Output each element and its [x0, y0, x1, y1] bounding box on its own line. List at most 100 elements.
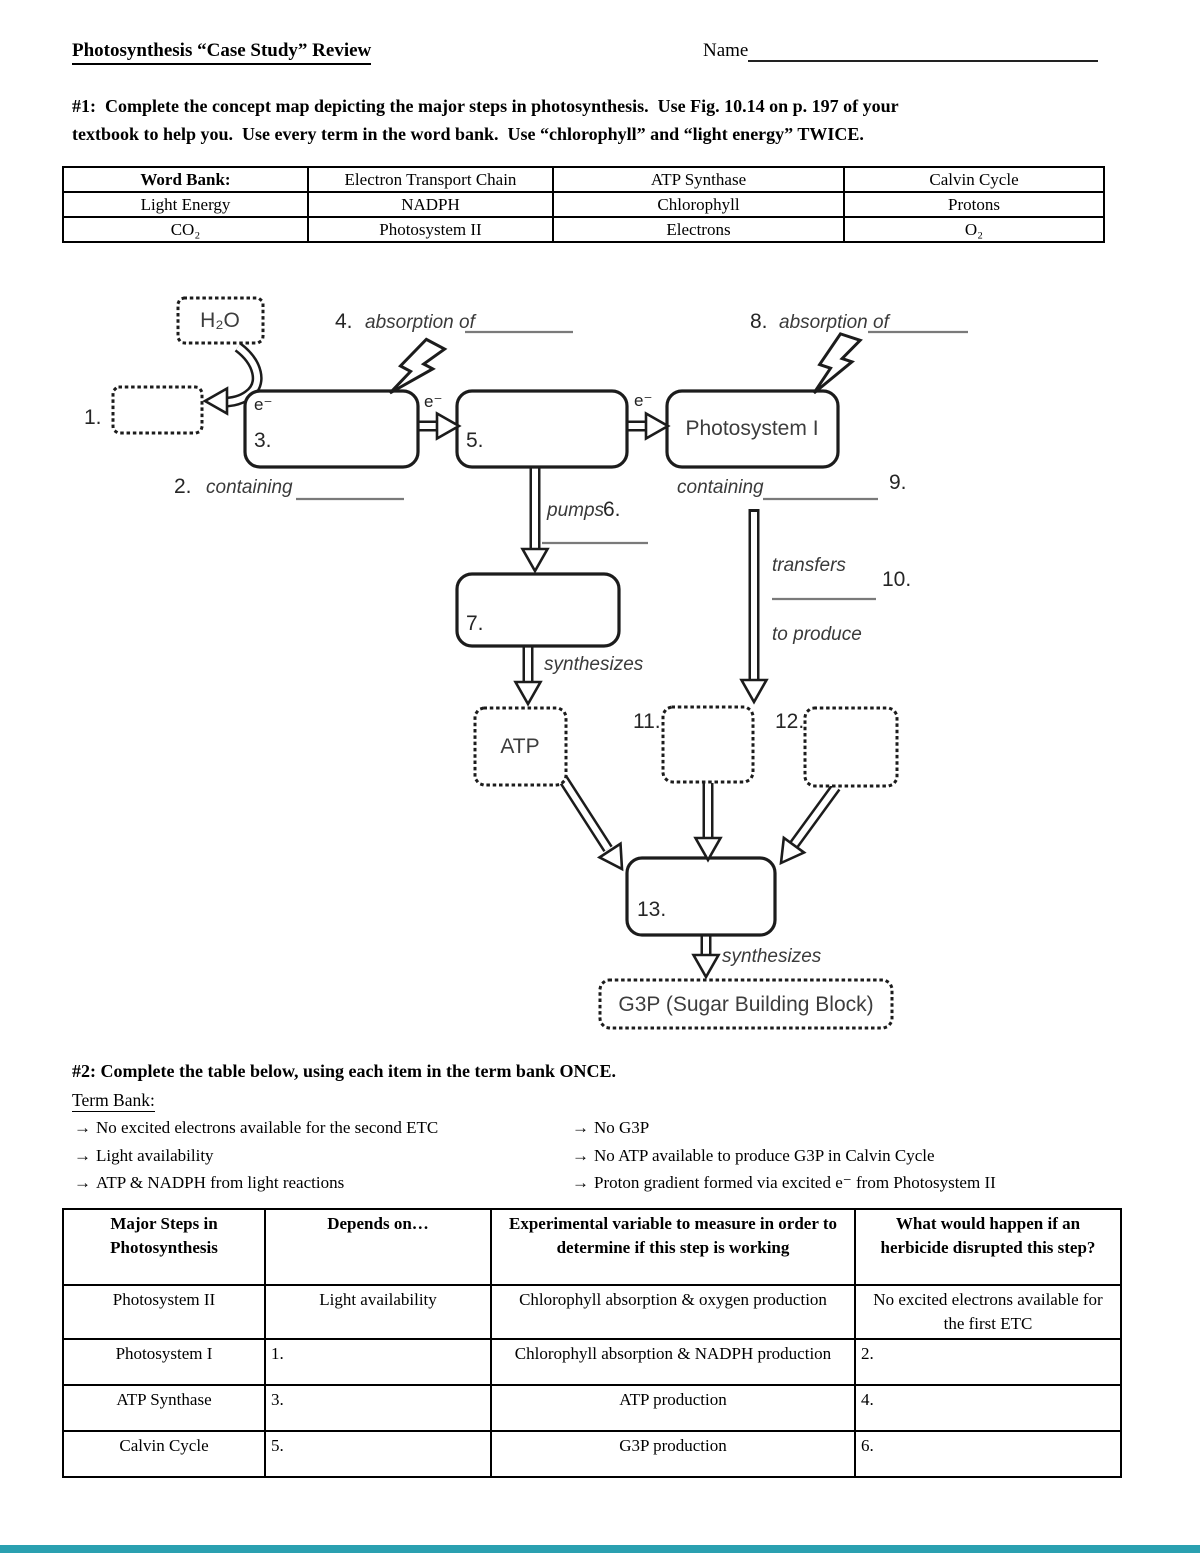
blank-box-11[interactable] [661, 705, 755, 784]
diagram-boxes [111, 296, 899, 1030]
variable-cell: Chlorophyll absorption & oxygen producti… [490, 1283, 856, 1341]
q1-line-1: #1: Complete the concept map depicting t… [72, 96, 899, 116]
term-text: Light availability [96, 1145, 214, 1165]
arrowhead [692, 953, 720, 979]
arrowhead [598, 842, 634, 878]
word-bank-cell: Calvin Cycle [843, 166, 1105, 193]
variable-cell: ATP production [490, 1384, 856, 1433]
term-text: No G3P [594, 1118, 650, 1137]
word-bank-row: Word Bank: Electron Transport Chain ATP … [62, 166, 1105, 193]
atp-box [473, 706, 568, 787]
herbicide-blank-cell[interactable]: 2. [854, 1338, 1122, 1387]
variable-cell: Chlorophyll absorption & NADPH productio… [490, 1338, 856, 1387]
name-blank-line[interactable] [748, 40, 1099, 62]
synthesizes-label: synthesizes [722, 946, 822, 967]
arrow-bullet-icon: → [74, 1118, 91, 1137]
word-bank-row: CO₂ Photosystem II Electrons O₂ [62, 216, 1105, 243]
depends-blank-cell[interactable]: 5. [264, 1430, 492, 1479]
term-text: No ATP available to produce G3P in Calvi… [594, 1145, 935, 1165]
term-bank-item: →Light availability [74, 1142, 438, 1170]
step-cell: Photosystem II [62, 1283, 266, 1341]
steps-header-row: Major Steps in Photosynthesis Depends on… [62, 1208, 1122, 1286]
absorption-of-label: absorption of [365, 312, 477, 333]
word-bank-cell: NADPH [307, 191, 554, 218]
word-bank-table: Word Bank: Electron Transport Chain ATP … [62, 166, 1105, 243]
h2o-label: H₂O [200, 309, 240, 332]
number-7: 7. [466, 612, 484, 635]
arrow-12-to-13 [788, 783, 841, 850]
g3p-label: G3P (Sugar Building Block) [618, 993, 873, 1016]
arrow-atp-to-13 [558, 776, 613, 852]
arrow-inner [790, 785, 839, 848]
number-9: 9. [889, 471, 907, 494]
term-bank-item: →No ATP available to produce G3P in Calv… [572, 1142, 996, 1170]
box-5[interactable] [455, 389, 629, 469]
steps-header-cell: Experimental variable to measure in orde… [490, 1208, 856, 1286]
pumps-label: pumps [546, 500, 605, 521]
depends-blank-cell[interactable]: 1. [264, 1338, 492, 1387]
to-produce-label: to produce [772, 624, 862, 645]
term-bank-item: → No G3P [572, 1114, 996, 1142]
arrowhead [769, 836, 806, 872]
question-2-instructions: #2: Complete the table below, using each… [72, 1061, 616, 1081]
word-bank-cell: Light Energy [62, 191, 309, 218]
arrow-inner [560, 777, 611, 851]
number-6: 6. [603, 498, 621, 521]
word-bank-cell: CO₂ [62, 216, 309, 243]
box-13[interactable] [625, 856, 777, 937]
arrow-shafts-inner [215, 344, 839, 960]
arrowhead [521, 547, 549, 573]
arrow-bullet-icon: → [572, 1118, 589, 1137]
number-13: 13. [637, 898, 666, 921]
footer-accent-bar [0, 1545, 1200, 1553]
curved-arrow-inner [215, 344, 260, 406]
g3p-box [598, 978, 894, 1030]
word-bank-cell: Photosystem II [307, 216, 554, 243]
transfers-label: transfers [772, 555, 846, 576]
number-3: 3. [254, 429, 272, 452]
blank-lines [296, 330, 968, 601]
word-bank-cell: Electron Transport Chain [307, 166, 554, 193]
arrow-bullet-icon: → [74, 1145, 91, 1165]
term-bank-item: →ATP & NADPH from light reactions [74, 1169, 438, 1197]
major-steps-table: Major Steps in Photosynthesis Depends on… [62, 1208, 1122, 1479]
term-bank-label: Term Bank: [72, 1090, 155, 1112]
number-5: 5. [466, 429, 484, 452]
blank-box-12[interactable] [803, 706, 899, 788]
term-bank-left-column: →No excited electrons available for the … [74, 1114, 438, 1197]
blank-box-1[interactable] [111, 385, 204, 435]
herbicide-blank-cell[interactable]: 4. [854, 1384, 1122, 1433]
arrowhead [644, 412, 670, 440]
arrow-bullet-icon: → [572, 1145, 589, 1165]
photosystem1-label: Photosystem I [685, 417, 818, 440]
word-bank-cell: Chlorophyll [552, 191, 845, 218]
number-1: 1. [84, 406, 102, 429]
herbicide-blank-cell[interactable]: 6. [854, 1430, 1122, 1479]
box-7[interactable] [455, 572, 621, 648]
synthesizes-label: synthesizes [544, 654, 644, 675]
electron-label: e⁻ [424, 392, 442, 411]
steps-header-cell: Major Steps in Photosynthesis [62, 1208, 266, 1286]
steps-header-cell: What would happen if an herbicide disrup… [854, 1208, 1122, 1286]
step-cell: ATP Synthase [62, 1384, 266, 1433]
depends-cell: Light availability [264, 1283, 492, 1341]
arrowhead [435, 412, 461, 440]
lightning-bolts [385, 329, 862, 408]
arrowhead [740, 678, 768, 704]
number-4: 4. [335, 310, 353, 333]
q1-line-2: textbook to help you. Use every term in … [72, 124, 864, 144]
electron-label: e⁻ [254, 395, 272, 414]
arrowheads [203, 387, 806, 979]
table-row: Photosystem II Light availability Chloro… [62, 1283, 1122, 1341]
box-3[interactable] [243, 389, 420, 469]
term-text: Proton gradient formed via excited e⁻ fr… [594, 1173, 996, 1192]
herbicide-cell: No excited electrons available for the f… [854, 1283, 1122, 1341]
page-title: Photosynthesis “Case Study” Review [72, 40, 372, 65]
depends-blank-cell[interactable]: 3. [264, 1384, 492, 1433]
electron-label: e⁻ [634, 391, 652, 410]
word-bank-cell: O₂ [843, 216, 1105, 243]
containing-label: containing [206, 477, 293, 498]
arrow-bullet-icon: → [572, 1173, 589, 1192]
containing-label: containing [677, 477, 764, 498]
